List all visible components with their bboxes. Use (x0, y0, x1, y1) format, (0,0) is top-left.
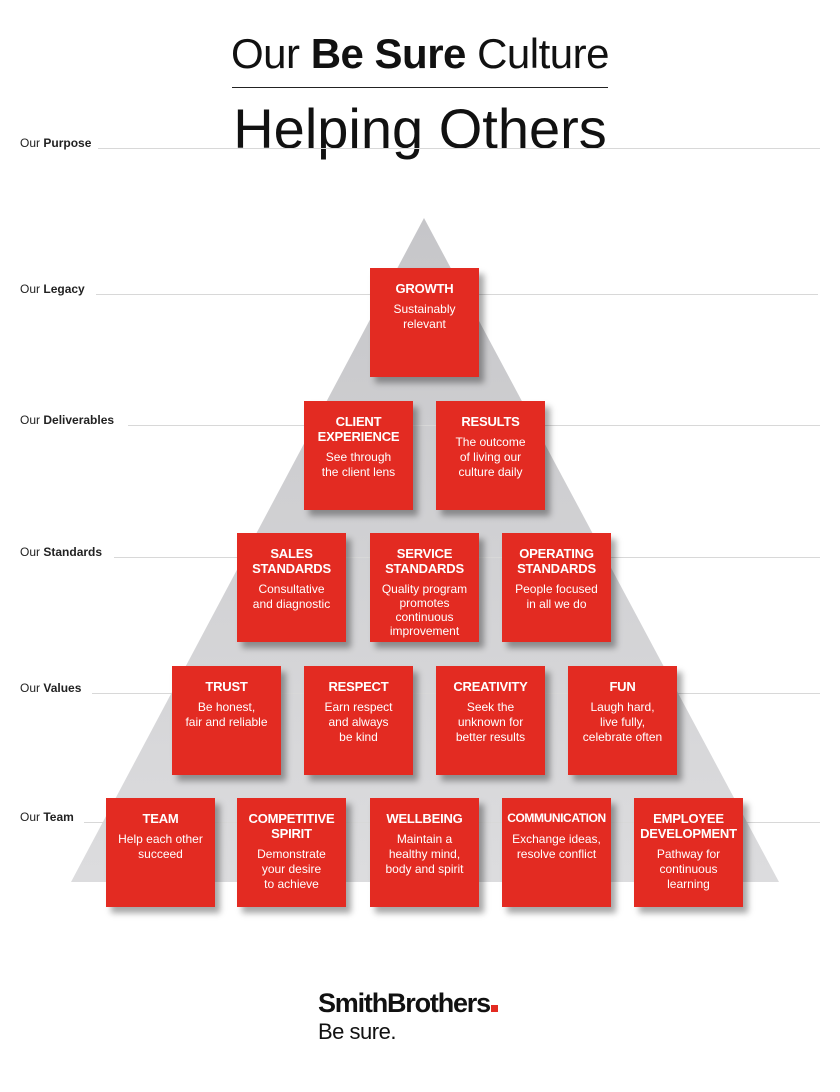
box-title: RESPECT (328, 679, 389, 694)
box-description: Earn respect and always be kind (324, 700, 393, 744)
brand-name: SmithBrothers (318, 988, 498, 1019)
box-creativity: CREATIVITY Seek the unknown for better r… (436, 666, 545, 775)
box-title: EMPLOYEE DEVELOPMENT (640, 811, 737, 841)
box-description: See through the client lens (321, 450, 396, 479)
box-operating-standards: OPERATING STANDARDS People focused in al… (502, 533, 611, 642)
row-label-purpose: Our Purpose (20, 136, 91, 150)
row-label-prefix: Our (20, 810, 41, 824)
box-title: SALES STANDARDS (252, 546, 331, 576)
box-title: CREATIVITY (453, 679, 528, 694)
box-description: People focused in all we do (515, 582, 598, 611)
page-subtitle: Helping Others (233, 97, 607, 160)
box-description: Pathway for continuous learning (656, 847, 721, 891)
box-title: FUN (609, 679, 636, 694)
box-trust: TRUST Be honest, fair and reliable (172, 666, 281, 775)
box-growth: GROWTH Sustainably relevant (370, 268, 479, 377)
box-title: TRUST (205, 679, 248, 694)
box-description: Help each other succeed (118, 832, 203, 861)
box-description: Maintain a healthy mind, body and spirit (385, 832, 464, 876)
box-description: Laugh hard, live fully, celebrate often (582, 700, 663, 744)
brand-name-text: SmithBrothers (318, 988, 491, 1018)
row-label-text: Standards (43, 545, 103, 559)
box-description: Be honest, fair and reliable (185, 700, 268, 729)
row-label-text: Team (43, 810, 74, 824)
row-label-deliverables: Our Deliverables (20, 413, 114, 427)
box-sales-standards: SALES STANDARDS Consultative and diagnos… (237, 533, 346, 642)
box-respect: RESPECT Earn respect and always be kind (304, 666, 413, 775)
box-results: RESULTS The outcome of living our cultur… (436, 401, 545, 510)
row-label-text: Deliverables (43, 413, 115, 427)
box-title: OPERATING STANDARDS (517, 546, 596, 576)
row-label-standards: Our Standards (20, 545, 102, 559)
box-title: CLIENT EXPERIENCE (317, 414, 400, 444)
box-title: RESULTS (461, 414, 520, 429)
brand-tagline: Be sure. (318, 1019, 396, 1044)
box-competitive-spirit: COMPETITIVE SPIRIT Demonstrate your desi… (237, 798, 346, 907)
box-fun: FUN Laugh hard, live fully, celebrate of… (568, 666, 677, 775)
box-description: Consultative and diagnostic (252, 582, 331, 611)
title-emphasis: Be Sure (310, 30, 467, 77)
row-label-prefix: Our (20, 136, 41, 150)
box-team: TEAM Help each other succeed (106, 798, 215, 907)
box-description: Exchange ideas, resolve conflict (512, 832, 601, 861)
box-description: The outcome of living our culture daily (455, 435, 526, 479)
row-label-prefix: Our (20, 282, 41, 296)
row-label-prefix: Our (20, 545, 41, 559)
box-employee-development: EMPLOYEE DEVELOPMENT Pathway for continu… (634, 798, 743, 907)
row-label-prefix: Our (20, 413, 41, 427)
title-divider (232, 87, 608, 88)
box-title: GROWTH (395, 281, 454, 296)
box-title: COMMUNICATION (507, 811, 606, 825)
box-title: WELLBEING (386, 811, 463, 826)
row-label-text: Purpose (43, 136, 92, 150)
row-label-values: Our Values (20, 681, 81, 695)
box-description: Sustainably relevant (393, 302, 456, 331)
brand-logo: SmithBrothers Be sure. (318, 988, 498, 1045)
page-title: Our Be Sure Culture (0, 30, 840, 78)
title-prefix: Our (231, 30, 300, 77)
title-suffix: Culture (477, 30, 609, 77)
box-communication: COMMUNICATION Exchange ideas, resolve co… (502, 798, 611, 907)
row-label-legacy: Our Legacy (20, 282, 85, 296)
brand-dot-icon (490, 1005, 498, 1012)
row-label-text: Values (43, 681, 82, 695)
row-label-text: Legacy (43, 282, 85, 296)
box-title: COMPETITIVE SPIRIT (248, 811, 335, 841)
row-guide-purpose (98, 148, 820, 149)
box-service-standards: SERVICE STANDARDS Quality program promot… (370, 533, 479, 642)
row-label-prefix: Our (20, 681, 41, 695)
row-label-team: Our Team (20, 810, 74, 824)
box-wellbeing: WELLBEING Maintain a healthy mind, body … (370, 798, 479, 907)
box-title: SERVICE STANDARDS (385, 546, 464, 576)
box-description: Seek the unknown for better results (455, 700, 526, 744)
box-description: Quality program promotes continuous impr… (381, 582, 468, 638)
box-client-experience: CLIENT EXPERIENCE See through the client… (304, 401, 413, 510)
box-title: TEAM (142, 811, 179, 826)
box-description: Demonstrate your desire to achieve (257, 847, 326, 891)
